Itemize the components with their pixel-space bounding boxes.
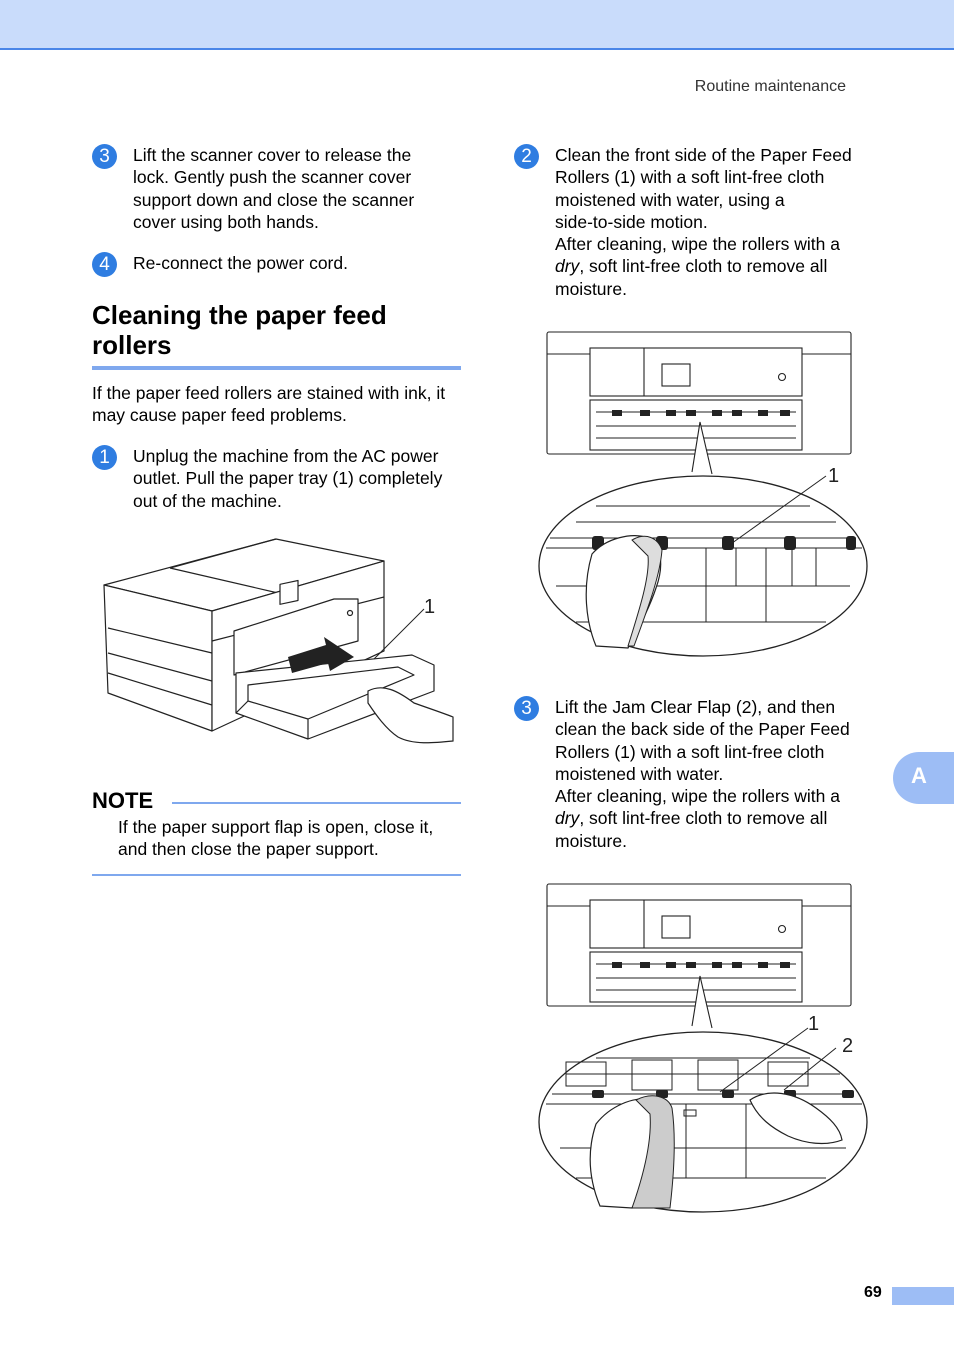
note-title: NOTE [92, 788, 154, 813]
page-number: 69 [864, 1284, 882, 1301]
step-text-line: lock. Gently push the scanner cover [133, 167, 412, 188]
step-text-line: side-to-side motion. [555, 211, 708, 232]
step-3-reconnect-scanner: 3 Lift the scanner cover to release the … [92, 144, 464, 233]
step-text-line: Rollers (1) with a soft lint-free cloth [555, 167, 825, 188]
note-line: If the paper support flap is open, close… [118, 817, 434, 837]
step-2-clean-front: 2 Clean the front side of the Paper Feed… [514, 144, 884, 300]
step-text-line: Re-connect the power cord. [133, 253, 348, 273]
step-text-line: dry, soft lint-free cloth to remove all [555, 255, 884, 277]
note-text: If the paper support flap is open, close… [118, 816, 463, 861]
step-text-line: Lift the scanner cover to release the [133, 145, 412, 165]
step-text-line: Clean the front side of the Paper Feed [555, 145, 852, 165]
note-box: NOTE If the paper support flap is open, … [92, 788, 461, 876]
running-header: Routine maintenance [694, 78, 846, 95]
section-heading-line: Cleaning the paper feed [92, 300, 387, 330]
step-text-line: support down and close the scanner [133, 189, 415, 210]
step-text-rest: , soft lint-free cloth to remove all [579, 808, 828, 829]
appendix-tab: A [893, 752, 954, 804]
section-heading-line: rollers [92, 330, 172, 360]
note-divider [172, 802, 461, 804]
step-text-line: Lift the Jam Clear Flap (2), and then [555, 697, 836, 717]
intro-line: If the paper feed rollers are stained wi… [92, 383, 446, 403]
step-text-line: moisture. [555, 830, 627, 851]
step-text-line: out of the machine. [133, 490, 282, 511]
step-text-line: clean the back side of the Paper Feed [555, 719, 850, 740]
step-3-clean-back: 3 Lift the Jam Clear Flap (2), and then … [514, 696, 884, 852]
step-4-power-cord: 4 Re-connect the power cord. [92, 252, 464, 277]
step-text-rest: , soft lint-free cloth to remove all [579, 256, 828, 277]
step-text-line: cover using both hands. [133, 211, 319, 232]
note-line: and then close the paper support. [118, 839, 379, 860]
step-text-line: outlet. Pull the paper tray (1) complete… [133, 468, 443, 489]
footer-bar [892, 1287, 954, 1305]
callout-1: 1 [808, 1013, 819, 1035]
printer-tray-illustration: 1 [103, 538, 454, 744]
step-text-line: moistened with water. [555, 763, 724, 784]
callout-1: 1 [828, 465, 839, 487]
step-text-line: Rollers (1) with a soft lint-free cloth [555, 741, 825, 762]
step-number-badge: 2 [514, 144, 539, 169]
step-number-badge: 1 [92, 445, 117, 470]
step-text-line: After cleaning, wipe the rollers with a [555, 234, 840, 255]
section-heading: Cleaning the paper feed rollers [92, 300, 461, 370]
step-1-unplug: 1 Unplug the machine from the AC power o… [92, 445, 464, 512]
step-number-badge: 4 [92, 252, 117, 277]
front-rollers-illustration: 1 [538, 331, 868, 657]
step-text-line: After cleaning, wipe the rollers with a [555, 786, 840, 807]
step-text-line: dry, soft lint-free cloth to remove all [555, 807, 884, 829]
italic-word: dry [555, 808, 580, 829]
callout-1: 1 [424, 596, 435, 618]
step-text-line: Unplug the machine from the AC power [133, 446, 439, 466]
back-rollers-illustration: 1 2 [538, 883, 868, 1213]
header-band [0, 0, 954, 50]
intro-line: may cause paper feed problems. [92, 405, 347, 426]
step-number-badge: 3 [92, 144, 117, 169]
step-text-line: moisture. [555, 278, 627, 299]
step-number-badge: 3 [514, 696, 539, 721]
callout-2: 2 [842, 1035, 853, 1057]
italic-word: dry [555, 256, 580, 277]
step-text-line: moistened with water, using a [555, 189, 785, 210]
intro-paragraph: If the paper feed rollers are stained wi… [92, 382, 462, 427]
